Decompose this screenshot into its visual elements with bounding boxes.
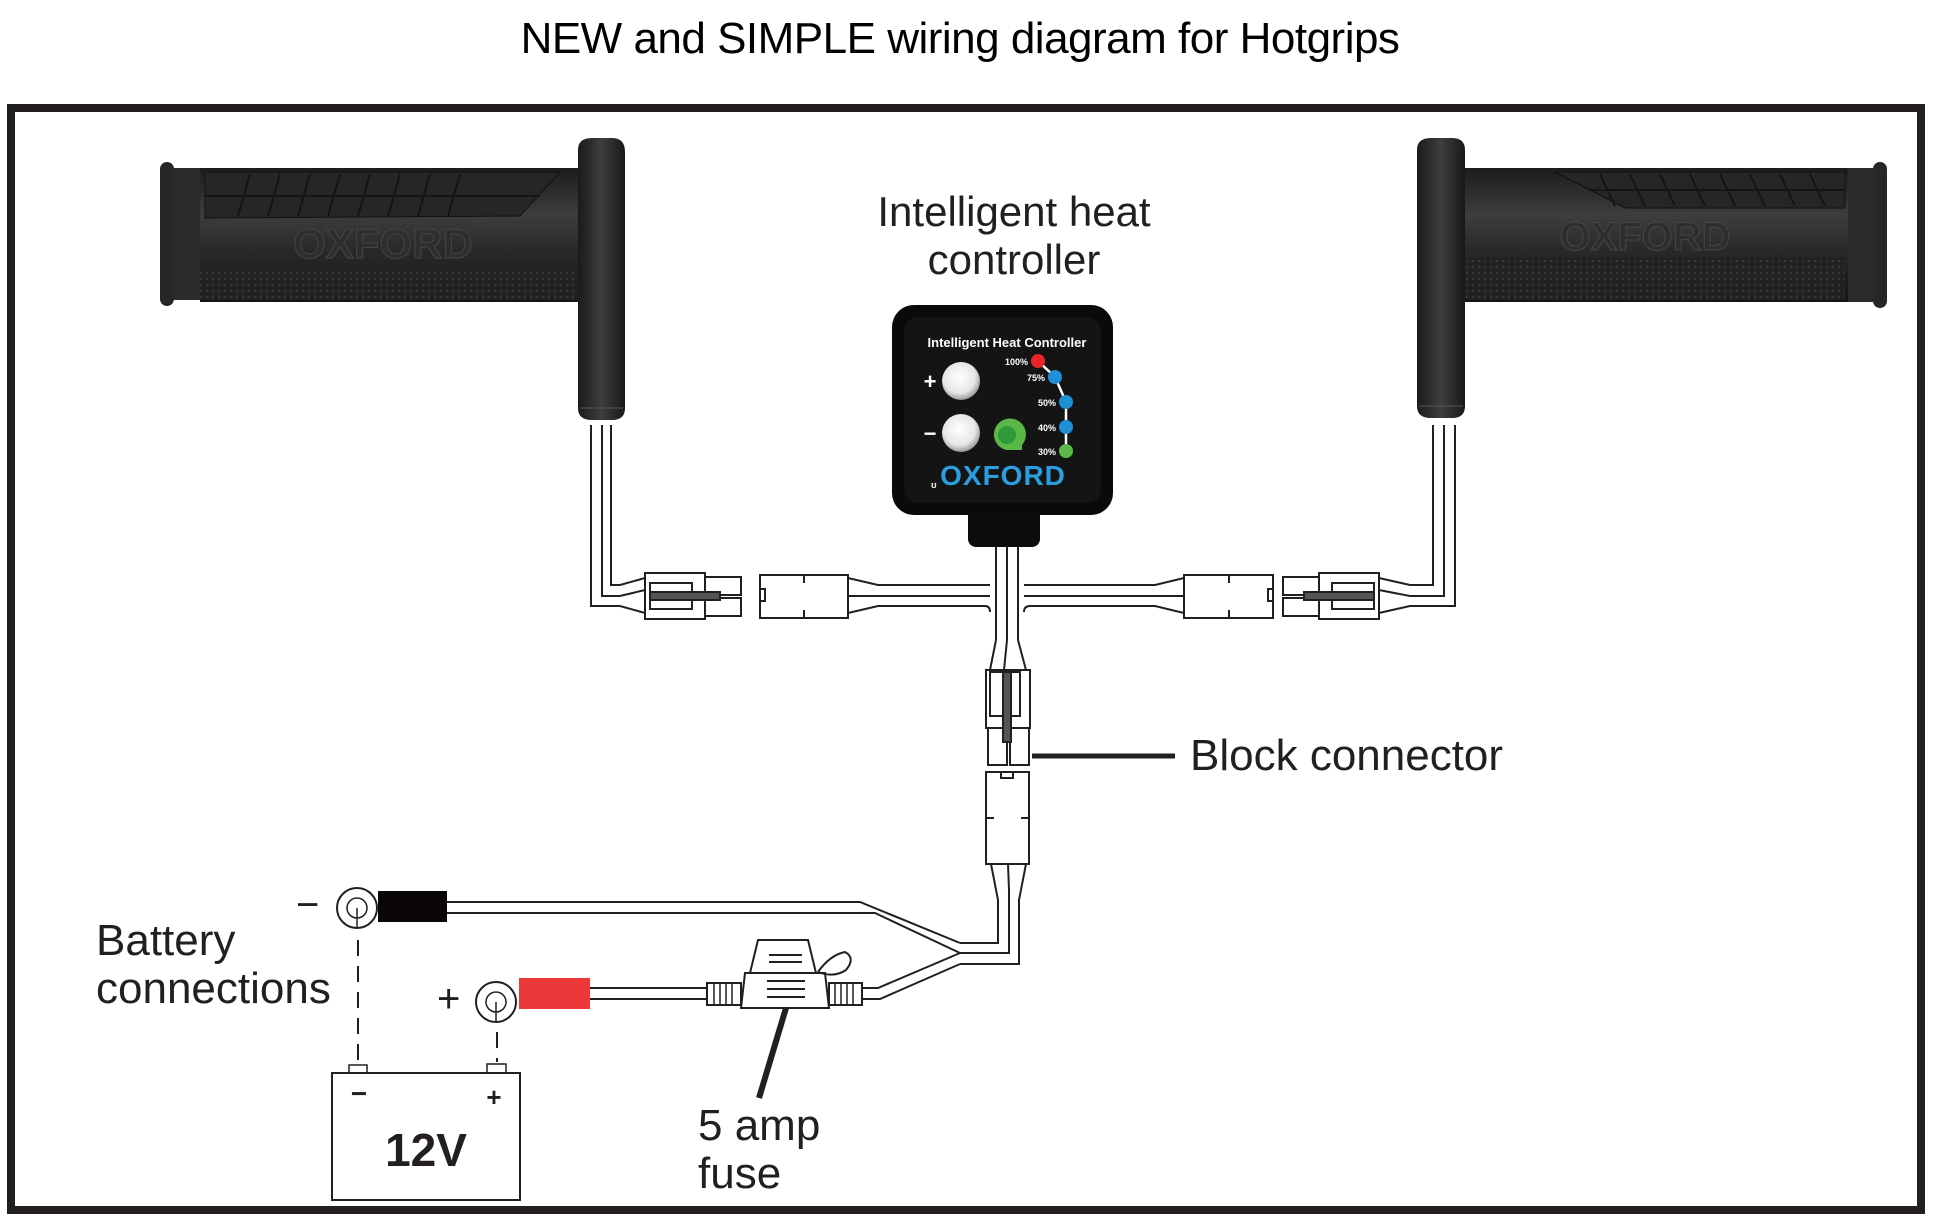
- block-connector-label: Block connector: [1190, 731, 1503, 780]
- battery-harness: [447, 863, 1027, 1000]
- heat-level-led: [1059, 395, 1073, 409]
- controller-plus-label: +: [924, 369, 937, 394]
- battery-label-line2: connections: [96, 964, 331, 1013]
- controller-label-line1: Intelligent heat: [877, 188, 1151, 235]
- heat-level-led: [1059, 444, 1073, 458]
- block-connector-female: [985, 771, 1030, 865]
- heat-level-indicators: 100% 75% 50% 40% 30%: [1005, 354, 1073, 458]
- left-grip: OXFORD: [160, 138, 625, 420]
- battery-pos-mark: +: [486, 1082, 501, 1112]
- left-grip-brand: OXFORD: [293, 220, 473, 267]
- heat-level-label: 40%: [1038, 423, 1056, 433]
- left-grip-leads: [590, 425, 646, 614]
- page-title: NEW and SIMPLE wiring diagram for Hotgri…: [520, 14, 1400, 63]
- controller-label-line2: controller: [928, 236, 1101, 283]
- right-male-plug: [1282, 572, 1380, 620]
- negative-symbol: −: [296, 883, 319, 927]
- right-grip-end-cap: [1873, 162, 1887, 308]
- positive-symbol: +: [437, 977, 460, 1021]
- fuse-label-line2: fuse: [698, 1149, 781, 1198]
- block-connector-male: [985, 669, 1031, 766]
- controller-plus-button[interactable]: [942, 362, 980, 400]
- heat-level-led: [1031, 354, 1045, 368]
- negative-sleeve: [378, 891, 447, 922]
- battery-voltage: 12V: [385, 1124, 467, 1176]
- right-grip-collar: [1845, 168, 1875, 302]
- fuse-holder: [706, 939, 863, 1009]
- fuse-cap: [748, 939, 818, 974]
- heat-level-label: 30%: [1038, 447, 1056, 457]
- fuse-leader: [756, 1007, 789, 1099]
- right-grip-knurl: [1465, 258, 1845, 300]
- left-grip-collar: [172, 168, 202, 300]
- left-grip-end-cap: [160, 162, 174, 306]
- battery-neg-mark: −: [351, 1078, 367, 1109]
- battery: − + 12V: [331, 1063, 521, 1201]
- heat-level-label: 50%: [1038, 398, 1056, 408]
- fuse-cap-loop: [817, 950, 852, 976]
- controller-brand: OXFORD: [940, 460, 1066, 491]
- fuse-left-crimp: [706, 982, 742, 1006]
- battery-label-line1: Battery: [96, 916, 235, 965]
- negative-terminal: [336, 887, 447, 929]
- positive-terminal: [475, 978, 590, 1023]
- controller-stem: [968, 505, 1040, 547]
- right-grip-tread-lines: [1590, 173, 1845, 207]
- left-male-plug: [644, 572, 742, 620]
- left-grip-tread-lines: [205, 173, 540, 217]
- heat-level-label: 100%: [1005, 357, 1028, 367]
- fuse-right-crimp: [828, 982, 863, 1006]
- heat-level-led: [1048, 370, 1062, 384]
- fuse-label-line1: 5 amp: [698, 1101, 820, 1150]
- right-grip: OXFORD: [1417, 138, 1887, 418]
- left-grip-knurl: [200, 268, 592, 300]
- fuse-body: [739, 972, 831, 1009]
- controller-panel-title: Intelligent Heat Controller: [928, 335, 1087, 350]
- battery-body: [331, 1072, 521, 1201]
- positive-sleeve: [519, 978, 590, 1009]
- right-female-connector: [1183, 574, 1274, 619]
- controller-minus-button[interactable]: [942, 414, 980, 452]
- right-grip-housing: [1417, 138, 1465, 418]
- heat-controller: Intelligent Heat Controller + − 100% 75% 5…: [892, 305, 1113, 547]
- heat-level-label: 75%: [1027, 373, 1045, 383]
- heat-level-led: [1059, 420, 1073, 434]
- controller-minus-label: −: [924, 421, 937, 446]
- right-grip-brand: OXFORD: [1559, 215, 1730, 259]
- left-female-connector: [759, 574, 849, 619]
- controller-small-mark: ʊ: [931, 480, 937, 490]
- right-grip-leads: [1378, 425, 1456, 614]
- diagram-frame: [7, 104, 1925, 1214]
- controller-harness: [847, 547, 1185, 671]
- left-grip-housing: [578, 138, 625, 420]
